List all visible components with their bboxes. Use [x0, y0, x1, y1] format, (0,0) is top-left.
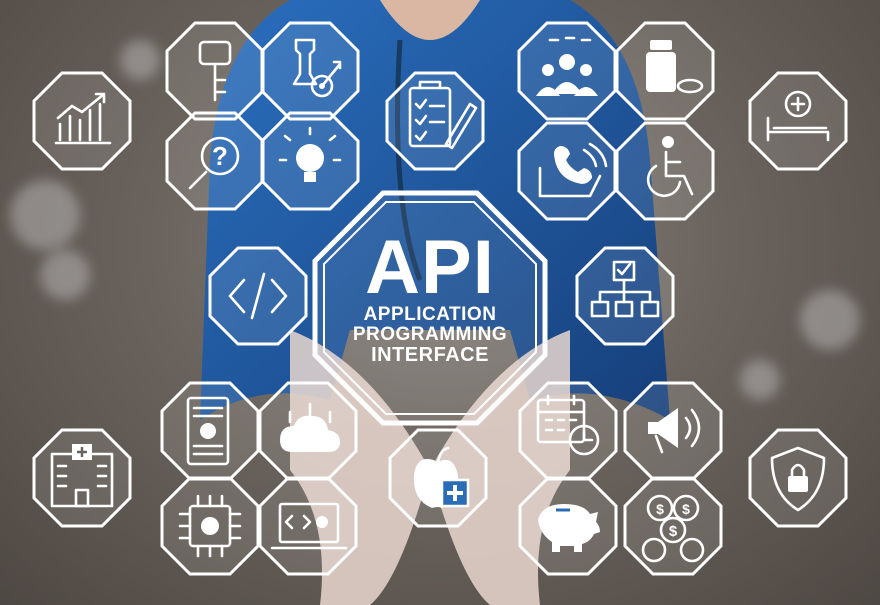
- api-subtitle-line-1: APPLICATION: [363, 304, 497, 325]
- hierarchy-checkbox-icon: [575, 246, 675, 346]
- ai-chip-icon: [160, 476, 260, 576]
- shield-lock-icon: [748, 428, 848, 528]
- bokeh-light: [740, 360, 780, 400]
- svg-text:$: $: [682, 501, 690, 517]
- pills-icon: [615, 21, 715, 121]
- key-icon: [165, 21, 265, 121]
- hospital-building-icon: [32, 428, 132, 528]
- lightbulb-icon: [260, 111, 360, 211]
- coins-icon: $ $ $: [623, 476, 723, 576]
- megaphone-icon: [623, 381, 723, 481]
- clipboard-checklist-icon: [385, 71, 485, 171]
- api-title: API: [365, 225, 495, 310]
- wheelchair-icon: [615, 121, 715, 221]
- api-octagon: [312, 190, 548, 426]
- svg-text:$: $: [656, 501, 664, 517]
- calendar-clock-icon: [518, 381, 618, 481]
- code-icon: [208, 246, 308, 346]
- laptop-code-icon: [258, 476, 358, 576]
- svg-text:?: ?: [212, 141, 228, 171]
- bokeh-light: [800, 290, 860, 350]
- strategy-chess-icon: [260, 21, 360, 121]
- question-search-icon: ?: [165, 111, 265, 211]
- phone-laptop-icon: [517, 121, 617, 221]
- hospital-bed-icon: [748, 71, 848, 171]
- binary-document-icon: [160, 381, 260, 481]
- bokeh-light: [10, 180, 80, 250]
- piggy-bank-icon: [518, 476, 618, 576]
- cloud-network-icon: [258, 381, 358, 481]
- bokeh-light: [120, 40, 160, 80]
- medical-team-icon: [517, 21, 617, 121]
- api-subtitle-line-3: INTERFACE: [371, 344, 489, 366]
- bokeh-light: [40, 250, 90, 300]
- api-subtitle-line-2: PROGRAMMING: [352, 324, 508, 345]
- chart-icon: [32, 71, 132, 171]
- svg-text:$: $: [669, 523, 678, 540]
- healthy-apple-icon: [388, 428, 488, 528]
